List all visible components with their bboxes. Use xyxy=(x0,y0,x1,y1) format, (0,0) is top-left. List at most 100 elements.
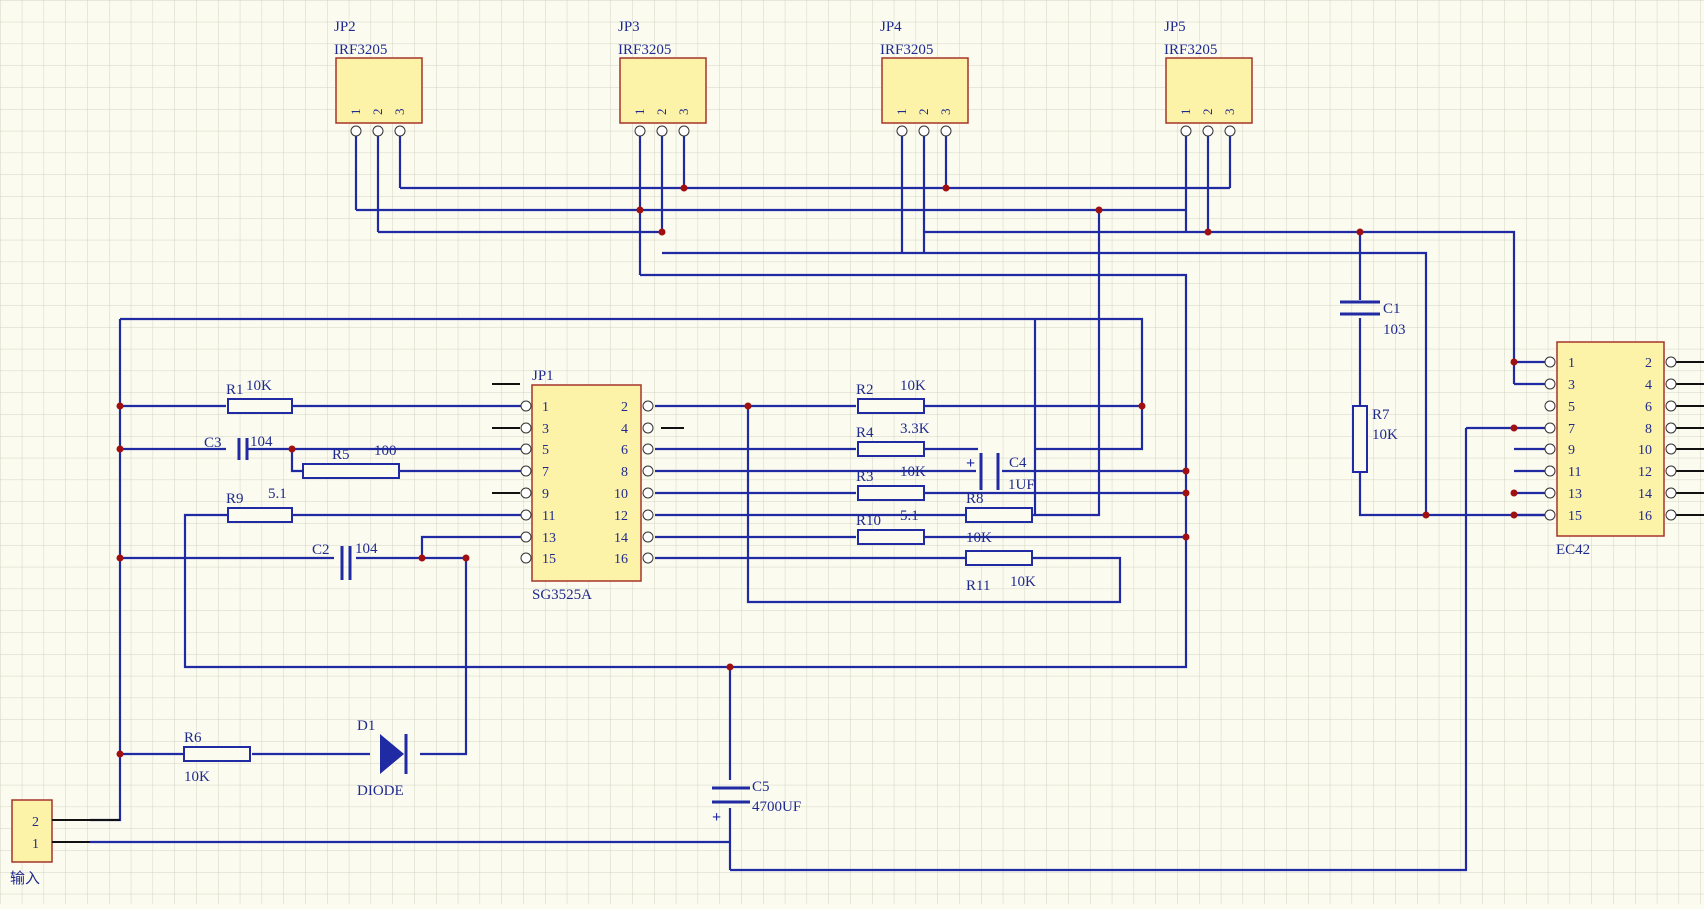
pin-label: 2 xyxy=(370,109,385,116)
resistor-r8-body[interactable] xyxy=(965,507,1033,523)
resistor-value: 10K xyxy=(184,769,210,785)
capacitor-c3-plates[interactable] xyxy=(237,438,249,460)
capacitor-value: 104 xyxy=(355,541,378,557)
capacitor-labels: C3 104 C2 104 C4 1UF C1 103 C5 4700UF xyxy=(204,301,1406,815)
mosfet-jp5[interactable]: JP5 IRF3205 1 2 3 xyxy=(1164,19,1253,137)
pin-label: 12 xyxy=(614,509,628,524)
pin-label: 13 xyxy=(1568,487,1582,502)
resistor-ref: R7 xyxy=(1372,407,1390,423)
resistor-r11-body[interactable] xyxy=(965,550,1033,566)
polarity-plus-icon: + xyxy=(966,455,975,472)
ic-right-pin-labels: 2 4 6 8 10 12 14 16 xyxy=(614,400,628,567)
pin-label: 1 xyxy=(348,109,363,116)
capacitor-value: 103 xyxy=(1383,322,1406,338)
pin-label: 2 xyxy=(916,109,931,116)
mosfet-ref: JP3 xyxy=(618,19,640,35)
pin-label: 12 xyxy=(1638,465,1652,480)
resistor-value: 10K xyxy=(900,378,926,394)
capacitor-c5-plates[interactable] xyxy=(712,786,750,804)
pin-label: 1 xyxy=(632,109,647,116)
diode-triangle-icon xyxy=(380,734,404,774)
pin-label: 5 xyxy=(542,443,549,458)
pin-label: 2 xyxy=(621,400,628,415)
ic-jp1[interactable]: JP1 SG3525A 1 3 5 7 9 11 13 15 2 4 6 8 1… xyxy=(520,368,654,603)
pin-label: 13 xyxy=(542,531,556,546)
ic-ref: JP1 xyxy=(532,368,554,384)
connector-ec42[interactable]: EC42 1 3 5 7 9 11 13 15 2 4 6 8 10 12 14… xyxy=(1544,341,1677,558)
capacitor-ref: C4 xyxy=(1009,455,1027,471)
ic-part: SG3525A xyxy=(532,587,592,603)
pin-label: 16 xyxy=(1638,509,1652,524)
pin-label: 1 xyxy=(1178,109,1193,116)
pin-label: 1 xyxy=(32,837,39,852)
resistor-ref: R6 xyxy=(184,730,202,746)
resistor-r4-body[interactable] xyxy=(857,441,925,457)
mosfet-jp3[interactable]: JP3 IRF3205 1 2 3 xyxy=(618,19,707,137)
resistor-r3-body[interactable] xyxy=(857,485,925,501)
pin-label: 1 xyxy=(1568,356,1575,371)
mosfet-jp4[interactable]: JP4 IRF3205 1 2 3 xyxy=(880,19,969,137)
pin-label: 15 xyxy=(1568,509,1582,524)
resistor-ref: R11 xyxy=(966,578,990,594)
resistor-r7-body[interactable] xyxy=(1352,405,1368,473)
polarity-plus-icon: + xyxy=(712,809,721,826)
pin-label: 4 xyxy=(621,422,628,437)
pin-label: 10 xyxy=(614,487,628,502)
pin-label: 3 xyxy=(542,422,549,437)
capacitor-ref: C2 xyxy=(312,542,330,558)
pin-label: 2 xyxy=(32,815,39,830)
ic-left-pin-labels: 1 3 5 7 9 11 13 15 xyxy=(542,400,556,567)
pin-label: 10 xyxy=(1638,443,1652,458)
mosfet-jp2[interactable]: JP2 IRF3205 1 2 3 xyxy=(334,19,423,137)
resistor-r9-body[interactable] xyxy=(227,507,293,523)
resistor-r1-body[interactable] xyxy=(227,398,293,414)
mosfet-ref: JP2 xyxy=(334,19,356,35)
pin-label: 4 xyxy=(1645,378,1652,393)
mosfet-value: IRF3205 xyxy=(880,42,933,58)
pin-label: 2 xyxy=(654,109,669,116)
pin-label: 7 xyxy=(1568,422,1575,437)
resistor-r2-body[interactable] xyxy=(857,398,925,414)
pin-label: 14 xyxy=(1638,487,1652,502)
pin-label: 1 xyxy=(542,400,549,415)
resistor-r6-body[interactable] xyxy=(183,746,251,762)
input-label: 输入 xyxy=(10,870,40,887)
diode-d1[interactable]: D1 DIODE xyxy=(357,718,408,799)
pin-label: 3 xyxy=(1568,378,1575,393)
resistor-value: 10K xyxy=(1372,427,1398,443)
capacitor-value: 4700UF xyxy=(752,799,801,815)
diode-ref: D1 xyxy=(357,718,375,734)
resistor-r5-body[interactable] xyxy=(302,463,400,479)
pin-label: 9 xyxy=(542,487,549,502)
pin-label: 5 xyxy=(1568,400,1575,415)
capacitor-c2-plates[interactable] xyxy=(340,546,352,580)
resistor-labels: R1 10K R5 100 R9 5.1 R2 10K R4 3.3K R3 1… xyxy=(184,378,1398,785)
pin-label: 3 xyxy=(1222,109,1237,116)
resistor-value: 5.1 xyxy=(900,508,919,524)
resistor-r10-body[interactable] xyxy=(857,529,925,545)
pin-label: 14 xyxy=(614,531,628,546)
capacitor-ref: C1 xyxy=(1383,301,1401,317)
resistor-value: 3.3K xyxy=(900,421,930,437)
mosfet-value: IRF3205 xyxy=(334,42,387,58)
ec42-left-pin-labels: 1 3 5 7 9 11 13 15 xyxy=(1568,356,1582,524)
capacitor-c4-plates[interactable] xyxy=(979,453,1000,490)
resistor-ref: R8 xyxy=(966,491,984,507)
input-connector[interactable]: 2 1 输入 xyxy=(10,799,120,887)
pin-label: 8 xyxy=(1645,422,1652,437)
pin-label: 9 xyxy=(1568,443,1575,458)
ec42-right-pin-labels: 2 4 6 8 10 12 14 16 xyxy=(1638,356,1652,524)
resistor-value: 5.1 xyxy=(268,486,287,502)
capacitor-ref: C3 xyxy=(204,435,222,451)
pin-label: 6 xyxy=(1645,400,1652,415)
capacitor-c1-plates[interactable] xyxy=(1340,300,1380,316)
connector-ref: EC42 xyxy=(1556,542,1590,558)
resistor-value: 10K xyxy=(966,530,992,546)
pin-label: 3 xyxy=(938,109,953,116)
resistor-ref: R9 xyxy=(226,491,244,507)
pin-label: 11 xyxy=(1568,465,1581,480)
ic-pin-stubs xyxy=(492,361,1704,516)
pin-label: 11 xyxy=(542,509,555,524)
